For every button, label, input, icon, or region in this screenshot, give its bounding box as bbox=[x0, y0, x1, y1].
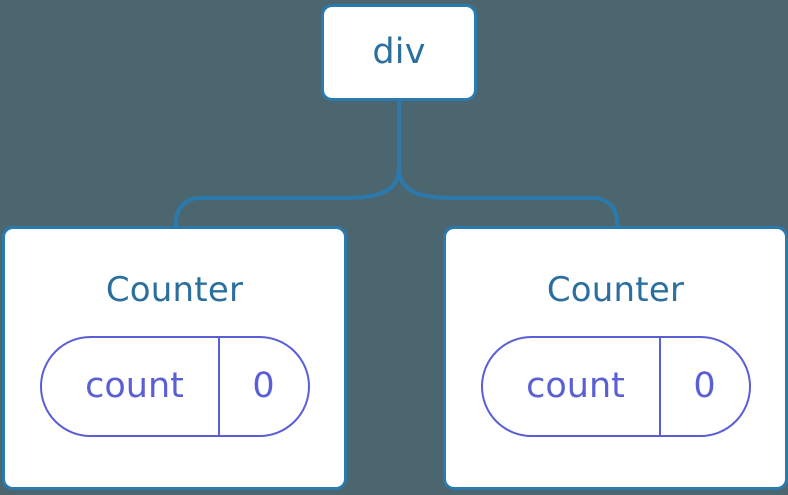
connector-branch-left bbox=[174, 167, 401, 230]
node-counter-1-title: Counter bbox=[105, 270, 244, 310]
state-pill-counter-1[interactable]: count 0 bbox=[39, 336, 310, 437]
state-key-count-2: count bbox=[526, 366, 625, 406]
node-counter-2[interactable]: Counter count 0 bbox=[443, 226, 788, 490]
connector-branch-right bbox=[397, 167, 619, 230]
node-counter-2-title: Counter bbox=[546, 270, 685, 310]
state-value-count-2: 0 bbox=[658, 338, 749, 435]
state-key-count-1: count bbox=[85, 366, 184, 406]
node-counter-1[interactable]: Counter count 0 bbox=[2, 226, 347, 490]
state-value-count-1: 0 bbox=[217, 338, 308, 435]
state-pill-counter-2[interactable]: count 0 bbox=[480, 336, 751, 437]
node-div[interactable]: div bbox=[321, 4, 477, 101]
node-div-label: div bbox=[372, 32, 426, 72]
